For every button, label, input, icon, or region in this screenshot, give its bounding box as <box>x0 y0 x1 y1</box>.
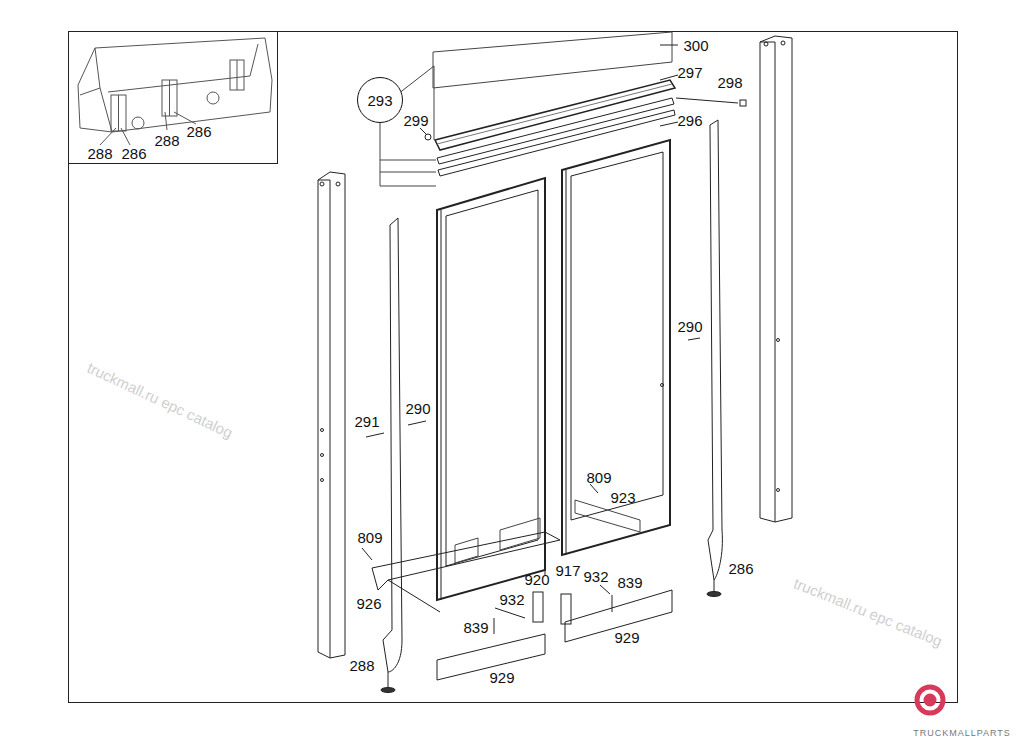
callout-number: 286 <box>728 561 753 576</box>
top-rail <box>435 80 675 150</box>
callout-number: 809 <box>357 530 382 545</box>
callout-number: 286 <box>186 124 211 139</box>
callout-number: 839 <box>617 575 642 590</box>
bus-sketch <box>78 38 272 145</box>
callout-number: 299 <box>403 113 428 128</box>
callout-number: 296 <box>677 113 702 128</box>
callout-number: 920 <box>524 572 549 587</box>
callout-number: 917 <box>555 563 580 578</box>
callout-number: 809 <box>586 470 611 485</box>
callout-number: 923 <box>610 490 635 505</box>
right-door-seal <box>708 120 722 580</box>
right-door-leaf <box>562 140 670 555</box>
right-post <box>760 36 792 522</box>
callout-number: 286 <box>121 146 146 161</box>
callout-circle: 293 <box>357 77 403 123</box>
callout-number: 929 <box>489 670 514 685</box>
inset-frame <box>69 32 278 164</box>
watermark: truckmall.ru epc catalog <box>85 360 235 441</box>
logo-gear <box>917 687 943 713</box>
callout-number: 929 <box>614 630 639 645</box>
callout-number: 288 <box>154 133 179 148</box>
watermark: truckmall.ru epc catalog <box>792 575 944 648</box>
glass-panel <box>433 32 672 88</box>
callout-number: 839 <box>463 620 488 635</box>
callout-number: 932 <box>583 569 608 584</box>
left-post <box>318 172 345 658</box>
logo-text: TRUCKMALLPARTS <box>913 729 1011 738</box>
callout-number: 290 <box>677 319 702 334</box>
callout-number: 298 <box>717 75 742 90</box>
callout-number: 288 <box>87 146 112 161</box>
callout-number: 291 <box>354 414 379 429</box>
drawing-frame <box>69 32 958 703</box>
left-door-leaf <box>437 178 545 600</box>
step-profile <box>372 532 560 590</box>
callout-number: 926 <box>356 596 381 611</box>
callout-number: 293 <box>367 93 392 108</box>
left-door-seal <box>383 218 402 672</box>
callout-number: 932 <box>499 592 524 607</box>
callout-number: 300 <box>683 38 708 53</box>
callout-number: 297 <box>677 65 702 80</box>
seal-rail <box>437 98 674 164</box>
callout-number: 290 <box>405 401 430 416</box>
callout-number: 288 <box>349 658 374 673</box>
